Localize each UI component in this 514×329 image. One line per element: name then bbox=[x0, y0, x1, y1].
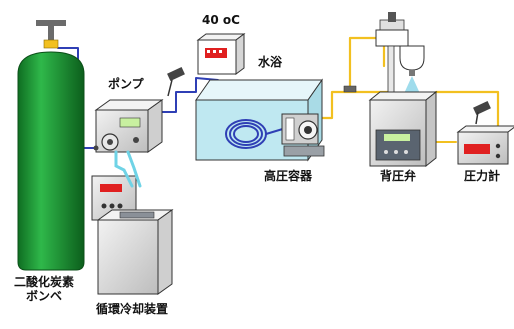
bath-controller bbox=[196, 33, 246, 75]
water-bath-label: 水浴 bbox=[258, 55, 283, 69]
vessel-label: 高圧容器 bbox=[264, 169, 313, 183]
heating-coil bbox=[225, 119, 287, 149]
valve-unit-top bbox=[368, 91, 438, 101]
co2-cylinder bbox=[17, 20, 85, 271]
gauge-display bbox=[464, 144, 490, 154]
circulating-chiller bbox=[91, 175, 174, 295]
chiller-button-3 bbox=[117, 203, 123, 209]
pump-knob bbox=[133, 137, 139, 143]
valve-unit-side bbox=[425, 90, 437, 168]
tee-fitting bbox=[343, 85, 357, 93]
pump-port bbox=[93, 145, 99, 151]
chiller-button-2 bbox=[109, 203, 115, 209]
pump-head-center bbox=[107, 139, 113, 145]
cylinder-label-line-2: ボンベ bbox=[25, 288, 62, 303]
chiller-side bbox=[157, 209, 173, 295]
cylinder-label: 二酸化炭素 ボンベ bbox=[6, 275, 82, 304]
coolant-tubes bbox=[114, 150, 142, 188]
cylinder-label-line-1: 二酸化炭素 bbox=[13, 275, 74, 289]
back-pressure-valve-label: 背圧弁 bbox=[380, 169, 417, 183]
bath-back bbox=[195, 79, 323, 101]
valve-riser-line bbox=[348, 36, 386, 90]
cylinder-valve bbox=[43, 39, 59, 49]
pump-label: ポンプ bbox=[108, 77, 144, 91]
cylinder-valve-stem bbox=[48, 26, 54, 42]
high-pressure-vessel bbox=[281, 113, 325, 157]
gauge-top bbox=[456, 125, 514, 133]
chiller-lid bbox=[119, 211, 155, 219]
pressure-gauge-label: 圧力計 bbox=[464, 169, 501, 183]
gauge-sensor-plug bbox=[473, 100, 491, 125]
pump bbox=[93, 99, 164, 153]
chiller-body bbox=[97, 219, 159, 295]
valve-head bbox=[375, 29, 409, 47]
chiller-label: 循環冷却装置 bbox=[96, 302, 169, 316]
pump-power-plug bbox=[167, 66, 185, 97]
water-bath bbox=[195, 78, 325, 162]
cylinder-body bbox=[17, 51, 85, 271]
back-pressure-valve bbox=[368, 12, 438, 168]
chiller-display bbox=[100, 184, 122, 192]
controller-side bbox=[235, 33, 245, 75]
chiller-button-1 bbox=[101, 203, 107, 209]
pump-display bbox=[119, 117, 141, 128]
cylinder-handwheel bbox=[36, 20, 66, 26]
collection-vessel bbox=[399, 45, 425, 71]
bath-display-label: 40 oC bbox=[202, 13, 240, 27]
vessel-base bbox=[283, 145, 325, 157]
pressure-gauge bbox=[456, 100, 514, 165]
